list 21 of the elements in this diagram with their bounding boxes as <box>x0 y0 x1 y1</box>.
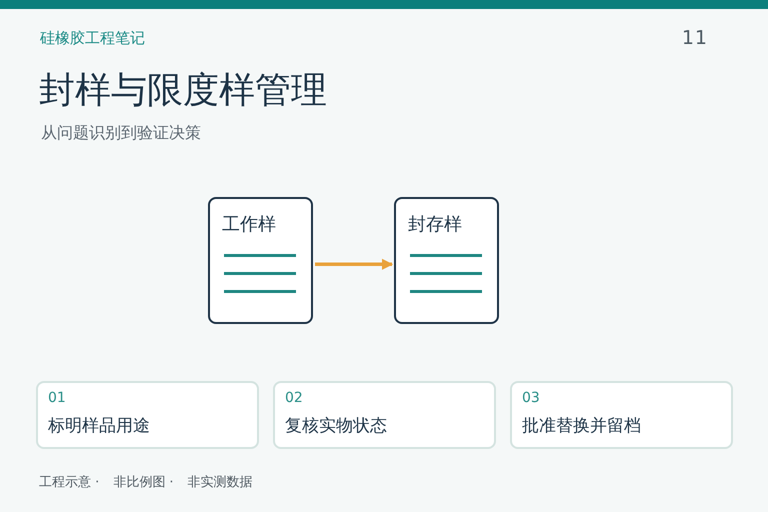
step-card <box>510 381 733 449</box>
subtitle: 从问题识别到验证决策 <box>41 122 201 144</box>
title: 封样与限度样管理 <box>39 70 327 112</box>
page-number: 11 <box>682 26 708 50</box>
step-number: 03 <box>522 389 540 407</box>
arrow <box>315 258 394 270</box>
step-number: 01 <box>48 389 66 407</box>
footnote: 非实测数据 <box>188 474 253 492</box>
step-number: 02 <box>285 389 303 407</box>
document-box <box>208 197 313 324</box>
document-box <box>394 197 499 324</box>
step-label: 批准替换并留档 <box>522 415 641 437</box>
node-label: 封存样 <box>408 214 462 236</box>
footnote: 非比例图 · <box>113 474 174 492</box>
node-label: 工作样 <box>222 214 276 236</box>
header-text: 硅橡胶工程笔记 <box>40 28 145 48</box>
step-card <box>36 381 259 449</box>
step-card <box>273 381 496 449</box>
step-label: 标明样品用途 <box>48 415 150 437</box>
footnote: 工程示意 · <box>39 474 100 492</box>
step-label: 复核实物状态 <box>285 415 387 437</box>
